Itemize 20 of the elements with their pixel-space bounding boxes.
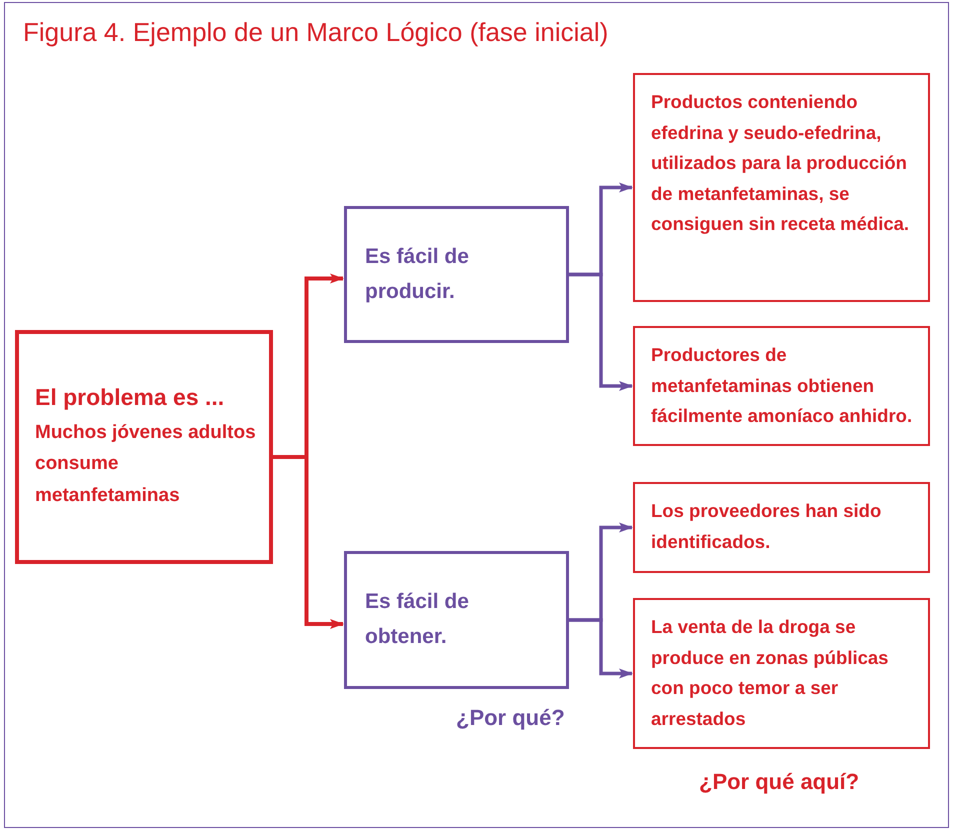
arrow: [569, 618, 633, 678]
box-text: Productores de metanfetaminas obtienen fácilmente amoníaco anhidro.: [651, 343, 914, 428]
arrow: [569, 272, 633, 391]
box-text: Es fácil de obtener.: [365, 589, 470, 650]
question-label: ¿Por qué aquí?: [699, 769, 860, 795]
box-text: Es fácil de producir.: [365, 244, 470, 304]
box-text: Muchos jóvenes adultos consume metanfetaminas: [35, 420, 257, 508]
box-heading: El problema es ...: [35, 383, 226, 412]
text-box: [633, 482, 930, 573]
box-text: La venta de la droga se produce en zonas públicas con poco temor a ser arrestados: [651, 615, 890, 731]
text-box: [633, 598, 930, 749]
box-text: Los proveedores han sido identificados.: [651, 499, 882, 554]
text-box: [633, 326, 930, 446]
text-box: [344, 551, 569, 689]
figure-title: Figura 4. Ejemplo de un Marco Lógico (fase inicial): [23, 17, 608, 48]
text-box: [344, 206, 569, 343]
text-box: [633, 73, 930, 302]
box-text: Productos conteniendo efedrina y seudo-efedrina, utilizados para la producción de metanfetaminas, se consiguen sin receta médica.: [651, 90, 910, 236]
question-label: ¿Por qué?: [456, 705, 565, 731]
text-box: [15, 330, 273, 564]
